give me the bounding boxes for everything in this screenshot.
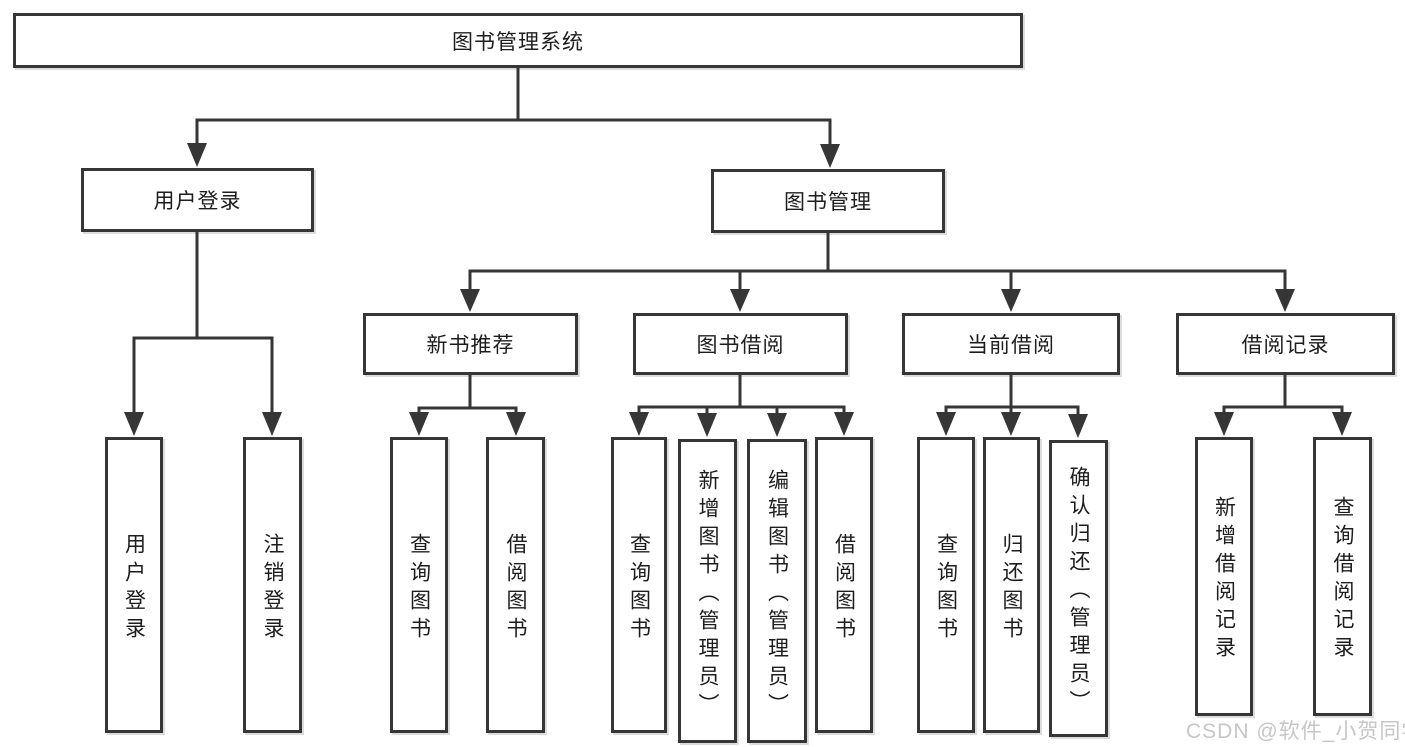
- leaf-cb-return-books-label: 归还图书: [1000, 532, 1024, 645]
- leaf-cb-return-books: 归还图书: [983, 437, 1040, 733]
- node-new-book-recommend-label: 新书推荐: [426, 334, 515, 357]
- leaf-bb-add-book-admin-label: 新增图书（管理员）: [696, 468, 720, 721]
- connector-user-login: [132, 230, 274, 418]
- node-book-borrow-label: 图书借阅: [696, 334, 785, 357]
- watermark: CSDN @软件_小贺同学: [1186, 720, 1405, 743]
- node-current-borrow: 当前借阅: [902, 313, 1120, 375]
- connector-book-borrow: [637, 373, 846, 416]
- node-borrow-records: 借阅记录: [1176, 313, 1395, 375]
- leaf-bb-edit-book-admin: 编辑图书（管理员）: [747, 439, 807, 743]
- arrowheads: [124, 143, 1352, 438]
- leaf-bb-add-book-admin: 新增图书（管理员）: [678, 439, 737, 743]
- leaf-cb-confirm-return-admin-label: 确认归还（管理员）: [1067, 466, 1091, 718]
- connector-new-book-recommend: [417, 373, 518, 416]
- leaf-logout-label: 注销登录: [261, 532, 285, 645]
- leaf-user-login-label: 用户登录: [122, 532, 146, 645]
- leaf-nb-query-books-label: 查询图书: [407, 532, 431, 645]
- leaf-nb-borrow-books: 借阅图书: [486, 437, 545, 733]
- leaf-bb-borrow-books-label: 借阅图书: [832, 532, 856, 645]
- leaf-br-add-record-label: 新增借阅记录: [1212, 496, 1236, 664]
- node-user-login-label: 用户登录: [153, 190, 242, 213]
- node-book-management: 图书管理: [711, 169, 945, 233]
- node-current-borrow-label: 当前借阅: [967, 334, 1055, 357]
- leaf-br-query-record-label: 查询借阅记录: [1331, 496, 1355, 664]
- leaf-nb-query-books: 查询图书: [390, 437, 448, 733]
- leaf-logout: 注销登录: [243, 437, 302, 733]
- connector-book-management: [468, 231, 1287, 295]
- leaf-br-add-record: 新增借阅记录: [1195, 437, 1253, 716]
- leaf-nb-borrow-books-label: 借阅图书: [504, 532, 528, 645]
- node-book-management-label: 图书管理: [784, 191, 872, 214]
- node-book-borrow: 图书借阅: [633, 313, 848, 375]
- leaf-bb-query-books: 查询图书: [611, 437, 667, 733]
- leaf-bb-edit-book-admin-label: 编辑图书（管理员）: [765, 468, 789, 721]
- leaf-user-login: 用户登录: [105, 437, 163, 733]
- node-user-login: 用户登录: [81, 168, 314, 232]
- leaf-cb-query-books-label: 查询图书: [934, 532, 958, 645]
- leaf-br-query-record: 查询借阅记录: [1313, 437, 1372, 716]
- leaf-bb-borrow-books: 借阅图书: [815, 437, 873, 733]
- connector-root: [195, 66, 832, 151]
- node-borrow-records-label: 借阅记录: [1241, 334, 1330, 357]
- leaf-bb-query-books-label: 查询图书: [627, 532, 651, 645]
- node-root-label: 图书管理系统: [452, 30, 584, 54]
- leaf-cb-confirm-return-admin: 确认归还（管理员）: [1049, 440, 1108, 737]
- node-root: 图书管理系统: [13, 13, 1023, 68]
- connector-current-borrow: [944, 373, 1080, 416]
- node-new-book-recommend: 新书推荐: [363, 313, 578, 375]
- leaf-cb-query-books: 查询图书: [917, 437, 975, 733]
- connector-borrow-records: [1222, 373, 1344, 416]
